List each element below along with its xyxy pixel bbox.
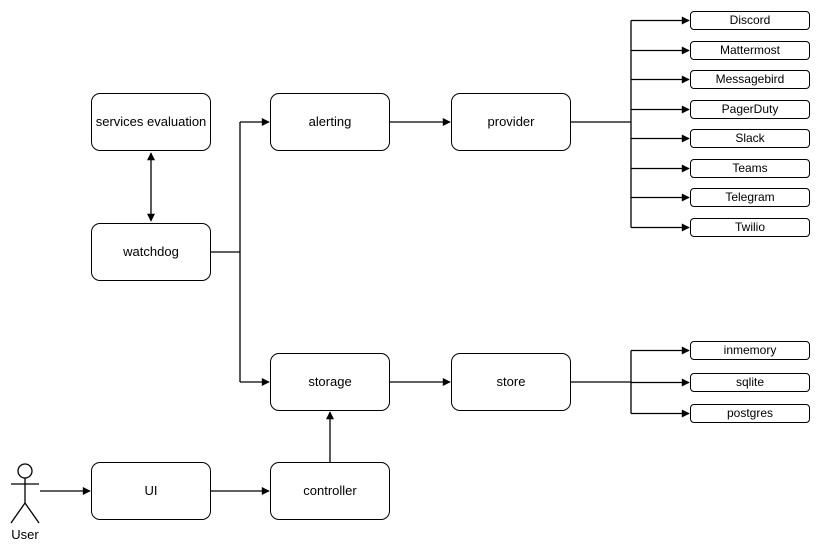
node-store-inmemory: inmemory xyxy=(690,341,810,360)
node-store-sqlite: sqlite xyxy=(690,373,810,392)
node-provider-mattermost: Mattermost xyxy=(690,41,810,60)
node-provider-pagerduty: PagerDuty xyxy=(690,100,810,119)
node-store: store xyxy=(451,353,571,411)
user-actor-icon xyxy=(10,463,40,524)
edge-watchdog-trunk xyxy=(211,122,241,382)
node-provider-teams: Teams xyxy=(690,159,810,178)
user-actor-label: User xyxy=(11,527,39,542)
node-provider-telegram: Telegram xyxy=(690,188,810,207)
node-controller: controller xyxy=(270,462,390,520)
node-watchdog: watchdog xyxy=(91,223,211,281)
node-services-evaluation: services evaluation xyxy=(91,93,211,151)
node-storage: storage xyxy=(270,353,390,411)
edge-store-trunk xyxy=(571,350,632,414)
edge-provider-trunk xyxy=(570,20,632,228)
node-alerting: alerting xyxy=(270,93,390,151)
node-provider: provider xyxy=(451,93,571,151)
node-ui: UI xyxy=(91,462,211,520)
node-provider-messagebird: Messagebird xyxy=(690,70,810,89)
node-provider-discord: Discord xyxy=(690,11,810,30)
node-store-postgres: postgres xyxy=(690,404,810,423)
node-provider-slack: Slack xyxy=(690,129,810,148)
node-provider-twilio: Twilio xyxy=(690,218,810,237)
